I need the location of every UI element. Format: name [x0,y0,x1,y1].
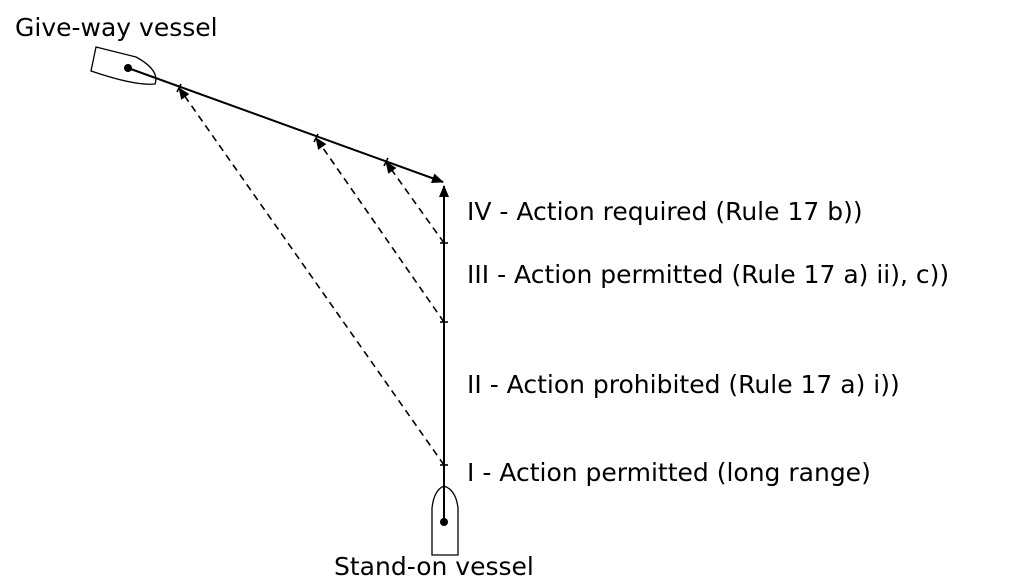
sight-line-stage-iii [385,161,445,244]
give-way-vessel-label: Give-way vessel [15,13,218,42]
sight-line-stage-i [178,87,445,466]
give-way-vessel-hull [90,46,157,85]
sight-line-stage-ii [315,137,445,323]
stage-iv-label: IV - Action required (Rule 17 b)) [467,197,863,226]
stage-ii-label: II - Action prohibited (Rule 17 a) i)) [467,370,900,399]
stand-on-vessel-label: Stand-on vessel [334,552,534,579]
give-way-track [127,67,444,183]
stage-i-label: I - Action permitted (long range) [467,458,871,487]
stage-iii-label: III - Action permitted (Rule 17 a) ii), … [467,260,949,289]
track-ticks [176,83,448,466]
